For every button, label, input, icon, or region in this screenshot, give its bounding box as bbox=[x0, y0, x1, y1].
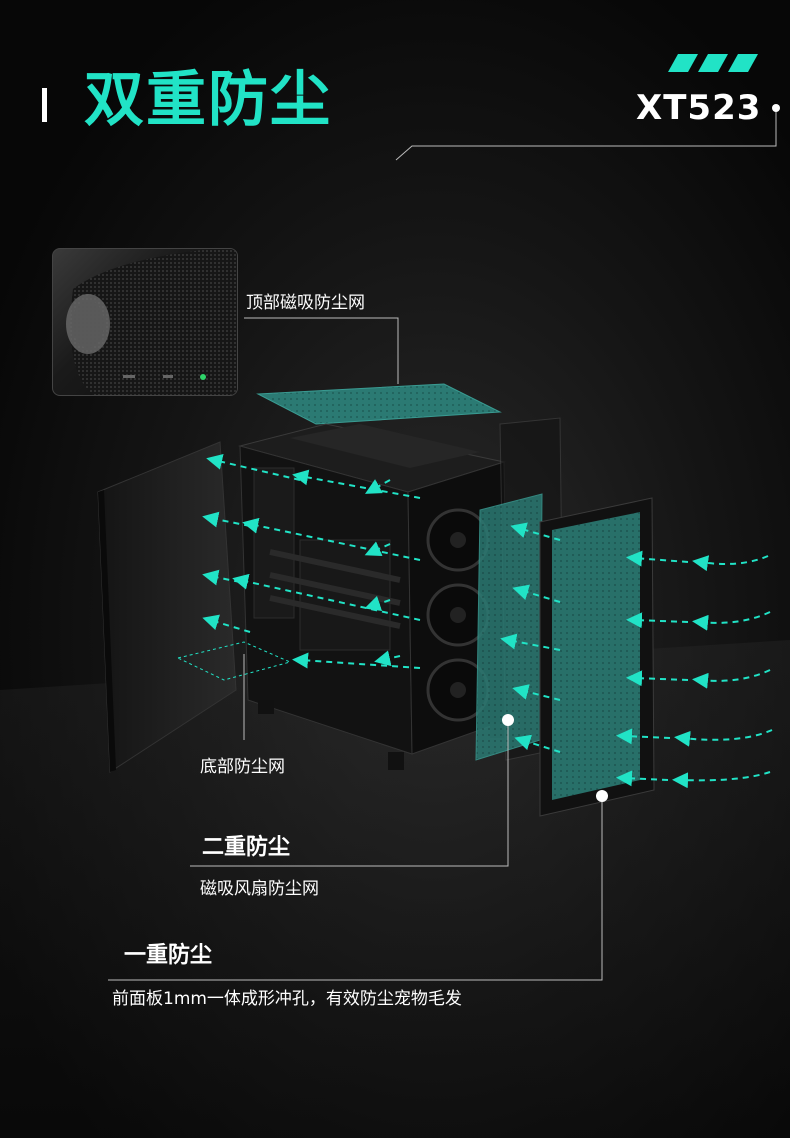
first-layer-description: 前面板1mm一体成形冲孔，有效防尘宠物毛发 bbox=[112, 989, 462, 1009]
side-panel bbox=[97, 441, 237, 773]
second-layer-heading: 二重防尘 bbox=[202, 835, 291, 860]
airflow-arrows bbox=[202, 454, 773, 789]
header-connector-line bbox=[395, 108, 777, 161]
first-layer-callout-line bbox=[108, 796, 603, 981]
title-accent-bar bbox=[42, 88, 47, 122]
stripes-decoration-icon bbox=[668, 54, 758, 72]
top-filter-closeup-image bbox=[52, 248, 238, 396]
bottom-filter-label: 底部防尘网 bbox=[200, 757, 285, 777]
page-title: 双重防尘 bbox=[84, 65, 332, 135]
model-name: XT523 bbox=[636, 88, 762, 128]
top-filter-label: 顶部磁吸防尘网 bbox=[246, 293, 365, 313]
second-layer-description: 磁吸风扇防尘网 bbox=[200, 879, 319, 899]
first-layer-heading: 一重防尘 bbox=[124, 943, 213, 968]
top-filter-callout-line bbox=[244, 317, 399, 384]
top-magnetic-filter bbox=[256, 383, 502, 425]
second-layer-callout-line bbox=[190, 720, 509, 867]
